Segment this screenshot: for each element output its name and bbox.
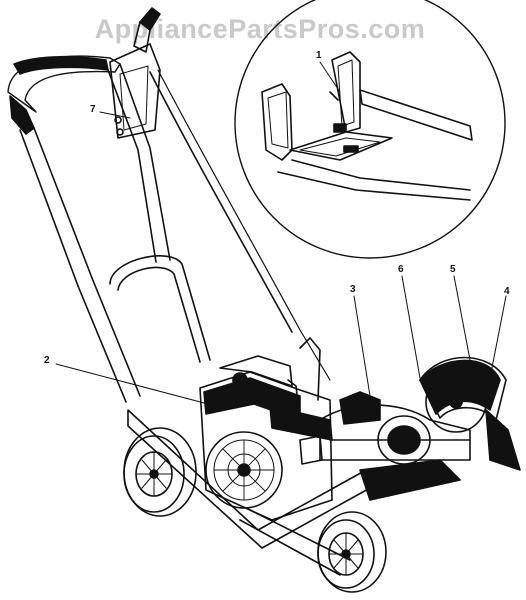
- callout-4: 4: [504, 286, 510, 297]
- callout-6: 6: [398, 264, 404, 275]
- engine: [199, 337, 333, 521]
- rear-left-wheel: [123, 427, 197, 517]
- blade-assembly: [319, 356, 521, 501]
- handle-assembly: [7, 7, 331, 403]
- front-wheel: [317, 511, 387, 593]
- callout-1: 1: [316, 50, 322, 61]
- detail-inset: [234, 0, 506, 259]
- callout-2: 2: [44, 355, 50, 366]
- leader-lines: [55, 61, 507, 405]
- callout-3: 3: [350, 284, 356, 295]
- callout-7: 7: [90, 104, 96, 115]
- callout-5: 5: [450, 264, 456, 275]
